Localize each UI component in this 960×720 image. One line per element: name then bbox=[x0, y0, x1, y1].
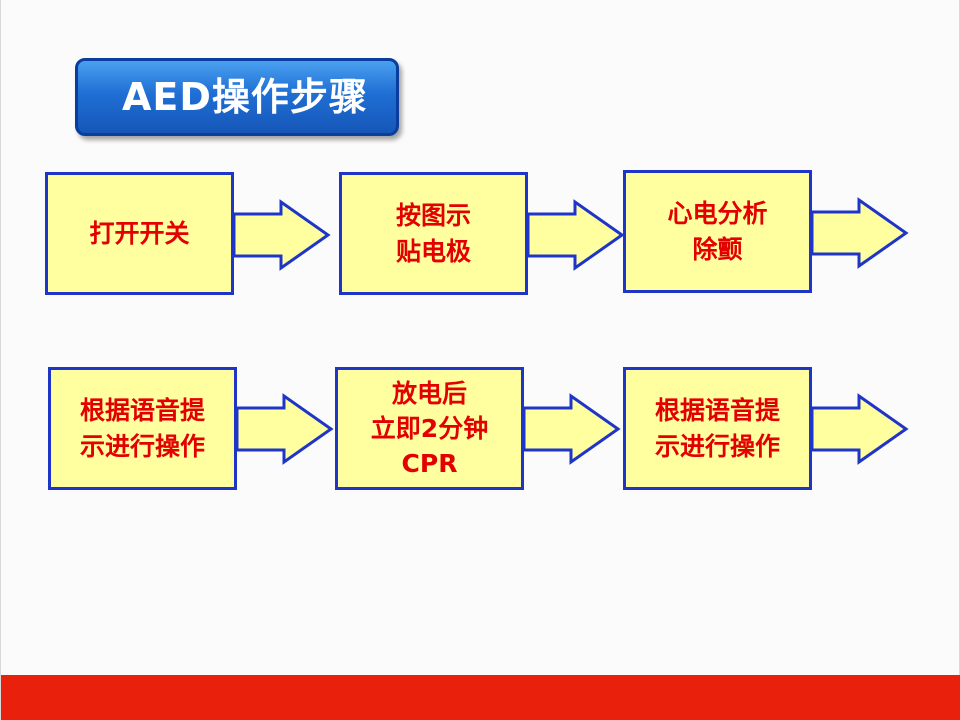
arrow-right-icon bbox=[811, 197, 909, 269]
slide-title: AED操作步骤 bbox=[75, 58, 399, 136]
arrow-right-icon bbox=[811, 393, 909, 465]
step-2-line-1: 按图示 bbox=[395, 200, 471, 230]
step-1-box: 打开开关 bbox=[45, 172, 234, 295]
arrow-right-icon bbox=[236, 393, 334, 465]
step-3-line-2: 除颤 bbox=[692, 234, 743, 264]
step-3-line-1: 心电分析 bbox=[667, 198, 768, 228]
step-1-line-1: 打开开关 bbox=[89, 218, 190, 248]
step-2-box: 按图示 贴电极 bbox=[339, 172, 528, 295]
step-6-line-2: 示进行操作 bbox=[654, 431, 780, 461]
step-6-box: 根据语音提 示进行操作 bbox=[623, 367, 812, 490]
step-5-line-3: CPR bbox=[401, 449, 458, 478]
step-3-box: 心电分析 除颤 bbox=[623, 170, 812, 293]
step-4-line-2: 示进行操作 bbox=[79, 431, 205, 461]
step-2-line-2: 贴电极 bbox=[395, 236, 471, 266]
step-5-box: 放电后 立即2分钟 CPR bbox=[335, 367, 524, 490]
arrow-right-icon bbox=[523, 393, 621, 465]
arrow-right-icon bbox=[233, 199, 331, 271]
step-5-line-1: 放电后 bbox=[391, 379, 467, 408]
step-4-box: 根据语音提 示进行操作 bbox=[48, 367, 237, 490]
arrow-right-icon bbox=[527, 199, 625, 271]
footer-bar bbox=[1, 675, 960, 720]
step-5-line-2: 立即2分钟 bbox=[370, 414, 489, 443]
step-4-line-1: 根据语音提 bbox=[79, 395, 205, 425]
step-6-line-1: 根据语音提 bbox=[654, 395, 780, 425]
